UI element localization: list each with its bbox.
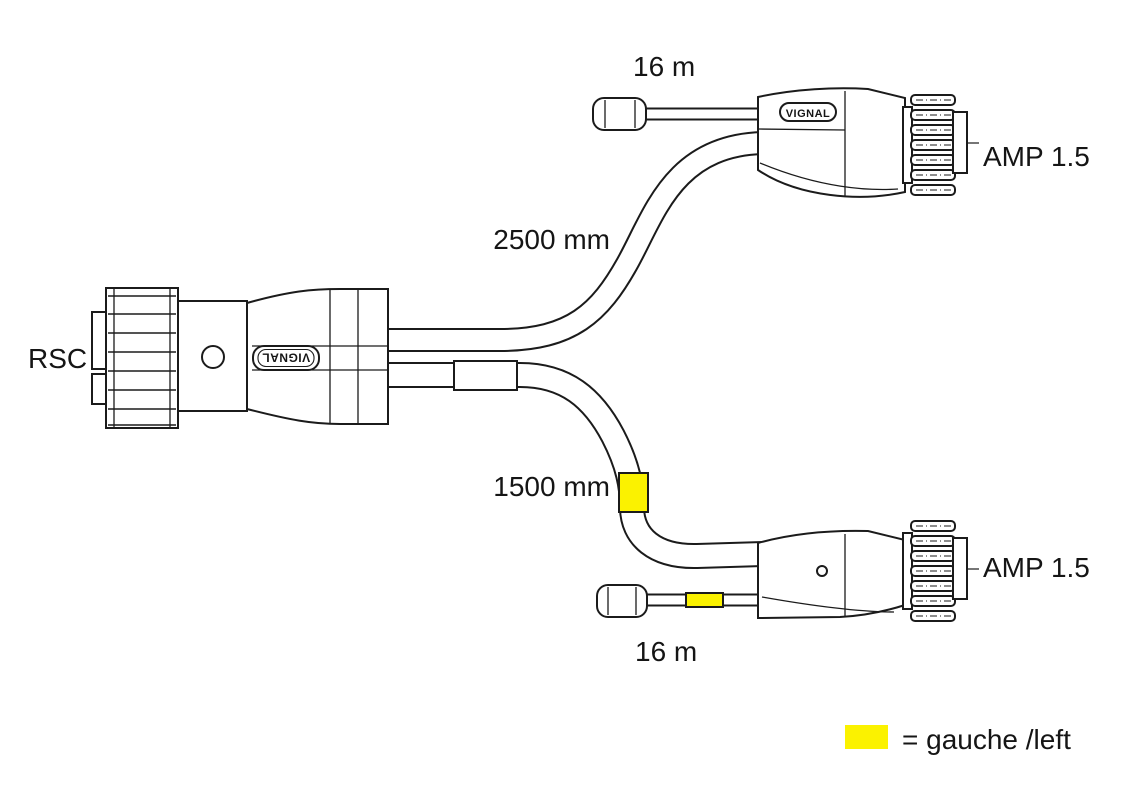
label-bottom-cable-length: 1500 mm xyxy=(493,471,610,502)
bottom-amp-knurled-ring xyxy=(902,520,980,622)
rsc-housing-hole xyxy=(201,345,225,369)
bottom-branch-cable xyxy=(384,362,765,569)
rsc-knurled-ring xyxy=(105,287,179,429)
label-left-connector: RSC xyxy=(28,343,87,374)
top-wire-terminal xyxy=(592,97,647,131)
legend: = gauche /left xyxy=(845,724,1071,755)
legend-yellow-swatch xyxy=(845,725,888,749)
rsc-mid-housing xyxy=(177,300,248,412)
label-top-connector: AMP 1.5 xyxy=(983,141,1090,172)
top-branch-cable xyxy=(384,131,763,352)
vignal-logo-main: VIGNAL xyxy=(252,345,320,371)
top-amp-connector: VIGNAL xyxy=(757,87,906,198)
rsc-connector: VIGNAL xyxy=(91,287,389,429)
yellow-band-main-cable xyxy=(618,472,649,513)
yellow-marker-wire xyxy=(685,592,724,608)
cable-sleeve xyxy=(453,360,518,391)
legend-text: = gauche /left xyxy=(902,724,1071,755)
vignal-logo-top: VIGNAL xyxy=(779,102,837,122)
label-bottom-wire-length: 16 m xyxy=(635,636,697,667)
svg-text:VIGNAL: VIGNAL xyxy=(786,108,831,120)
bottom-wire-terminal xyxy=(596,584,648,618)
bottom-amp-connector xyxy=(757,529,906,620)
label-bottom-connector: AMP 1.5 xyxy=(983,552,1090,583)
top-amp-knurled-ring xyxy=(902,94,980,196)
label-top-cable-length: 2500 mm xyxy=(493,224,610,255)
svg-text:VIGNAL: VIGNAL xyxy=(262,351,310,365)
rsc-body: VIGNAL xyxy=(246,288,389,425)
bottom-amp-hole xyxy=(816,565,828,577)
label-top-wire-length: 16 m xyxy=(633,51,695,82)
